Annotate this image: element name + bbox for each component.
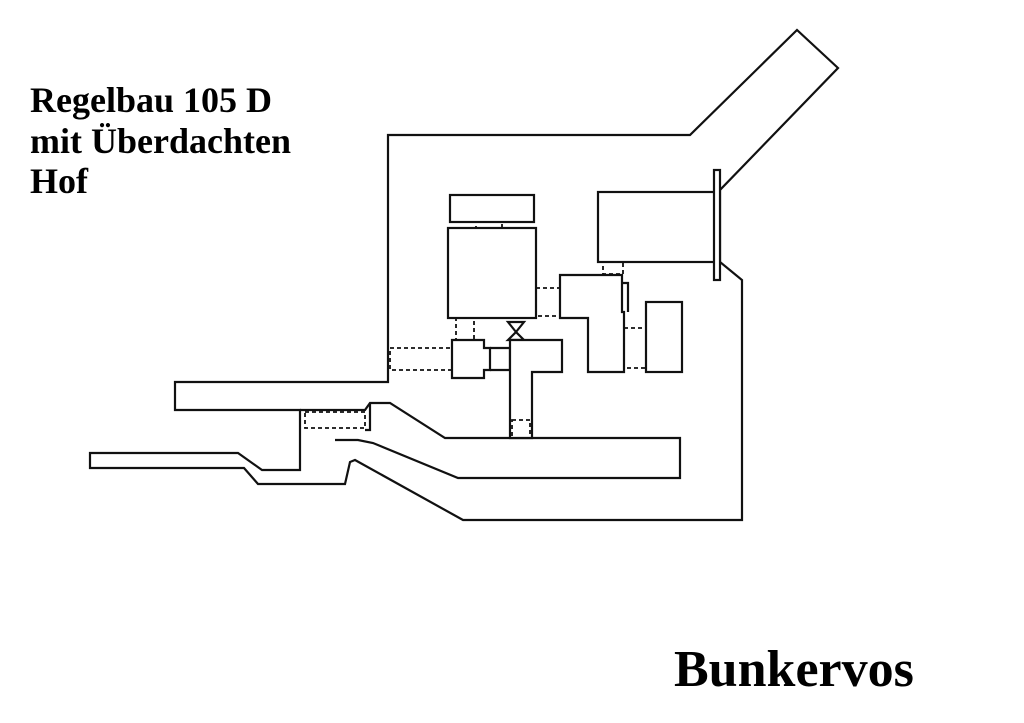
upper-right-door (602, 261, 624, 275)
lower-passage-wall (300, 401, 682, 480)
lower-passage-inner (365, 403, 372, 432)
right-small-door (623, 327, 647, 369)
right-small-room (644, 300, 684, 374)
title-line-1: Regelbau 105 D (30, 80, 272, 120)
outer-enclosure-wall (88, 28, 840, 522)
vertical-passage (508, 338, 564, 440)
corridor-door-left (389, 347, 453, 371)
title-line-3: Hof (30, 161, 88, 202)
junction-room (450, 338, 492, 380)
diagram-title: Regelbau 105 D mit Überdachten Hof (30, 80, 291, 202)
entry-door-left (304, 411, 366, 429)
valve-symbol (505, 320, 527, 342)
main-room (446, 226, 538, 320)
upper-small-room (448, 193, 536, 224)
upper-right-chamber (596, 190, 718, 264)
main-room-door-down (455, 317, 475, 341)
vertical-passage-door (511, 419, 531, 439)
source-credit: Bunkervos (674, 641, 914, 698)
chamber-link (622, 281, 630, 312)
main-right-door (535, 287, 561, 317)
embrasure-plate (712, 168, 722, 282)
junction-connector (490, 346, 512, 372)
right-center-room (558, 273, 626, 374)
title-line-2: mit Überdachten (30, 120, 291, 161)
